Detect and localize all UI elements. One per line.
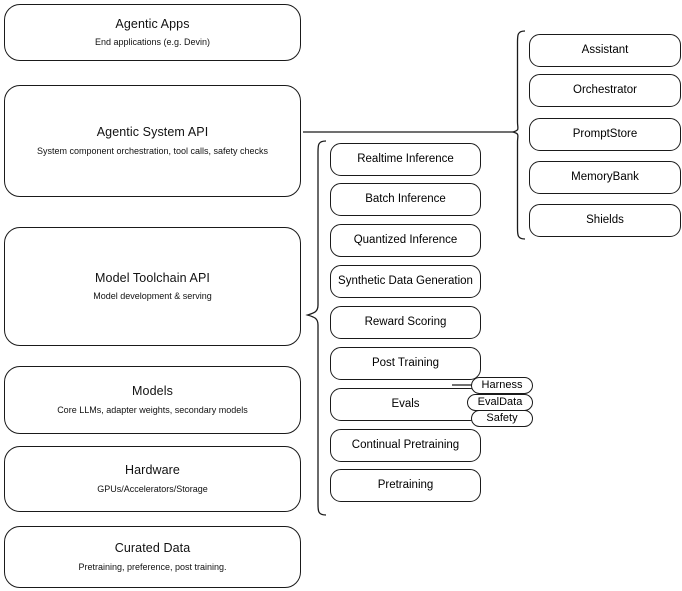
component-label: Shields bbox=[586, 214, 624, 227]
capability-box-realtime-inference[interactable]: Realtime Inference bbox=[330, 143, 481, 176]
capability-box-evals[interactable]: Evals bbox=[330, 388, 481, 421]
capability-label: Evals bbox=[391, 398, 420, 411]
layer-title: Agentic System API bbox=[96, 125, 209, 140]
layer-box-hardware[interactable]: Hardware GPUs/Accelerators/Storage bbox=[4, 446, 301, 512]
capability-label: Pretraining bbox=[377, 479, 434, 492]
capability-box-reward-scoring[interactable]: Reward Scoring bbox=[330, 306, 481, 339]
component-box-orchestrator[interactable]: Orchestrator bbox=[529, 74, 681, 107]
capability-label: Realtime Inference bbox=[357, 153, 454, 166]
layer-subtitle: Core LLMs, adapter weights, secondary mo… bbox=[57, 404, 248, 415]
eval-badge-label: EvalData bbox=[477, 396, 523, 408]
layer-box-models[interactable]: Models Core LLMs, adapter weights, secon… bbox=[4, 366, 301, 434]
layer-box-agentic-system-api[interactable]: Agentic System API System component orch… bbox=[4, 85, 301, 197]
layer-box-model-toolchain-api[interactable]: Model Toolchain API Model development & … bbox=[4, 227, 301, 346]
layer-title: Models bbox=[132, 384, 173, 399]
brace-toolchain-capabilities bbox=[305, 140, 327, 516]
layer-subtitle: Model development & serving bbox=[93, 291, 212, 302]
capability-label: Reward Scoring bbox=[364, 316, 447, 329]
layer-title: Agentic Apps bbox=[115, 16, 190, 31]
layer-box-agentic-apps[interactable]: Agentic Apps End applications (e.g. Devi… bbox=[4, 4, 301, 61]
layer-subtitle: Pretraining, preference, post training. bbox=[78, 561, 227, 572]
capability-box-quantized-inference[interactable]: Quantized Inference bbox=[330, 224, 481, 257]
eval-badge-label: Safety bbox=[486, 412, 518, 424]
brace-system-components bbox=[510, 30, 526, 240]
capability-label: Quantized Inference bbox=[353, 234, 458, 247]
capability-label: Synthetic Data Generation bbox=[338, 275, 473, 288]
component-label: PromptStore bbox=[572, 128, 638, 141]
component-box-promptstore[interactable]: PromptStore bbox=[529, 118, 681, 151]
eval-badge-evaldata[interactable]: EvalData bbox=[467, 394, 533, 411]
capability-label: Batch Inference bbox=[365, 193, 446, 206]
capability-label: Post Training bbox=[371, 357, 440, 370]
layer-title: Model Toolchain API bbox=[95, 270, 210, 285]
component-box-memorybank[interactable]: MemoryBank bbox=[529, 161, 681, 194]
capability-box-post-training[interactable]: Post Training bbox=[330, 347, 481, 380]
layer-subtitle: System component orchestration, tool cal… bbox=[36, 145, 269, 156]
capability-box-batch-inference[interactable]: Batch Inference bbox=[330, 183, 481, 216]
layer-subtitle: GPUs/Accelerators/Storage bbox=[97, 483, 208, 494]
component-label: MemoryBank bbox=[571, 171, 639, 184]
layer-subtitle: End applications (e.g. Devin) bbox=[94, 37, 211, 48]
layer-title: Curated Data bbox=[114, 541, 191, 556]
eval-badge-label: Harness bbox=[481, 379, 523, 391]
layer-title: Hardware bbox=[125, 463, 180, 478]
component-box-assistant[interactable]: Assistant bbox=[529, 34, 681, 67]
layer-box-curated-data[interactable]: Curated Data Pretraining, preference, po… bbox=[4, 526, 301, 588]
capability-label: Continual Pretraining bbox=[351, 439, 460, 452]
capability-box-pretraining[interactable]: Pretraining bbox=[330, 469, 481, 502]
component-label: Orchestrator bbox=[573, 84, 637, 97]
component-label: Assistant bbox=[581, 44, 629, 57]
eval-badge-harness[interactable]: Harness bbox=[471, 377, 533, 394]
eval-badge-safety[interactable]: Safety bbox=[471, 410, 533, 427]
capability-box-synthetic-data-generation[interactable]: Synthetic Data Generation bbox=[330, 265, 481, 298]
capability-box-continual-pretraining[interactable]: Continual Pretraining bbox=[330, 429, 481, 462]
component-box-shields[interactable]: Shields bbox=[529, 204, 681, 237]
